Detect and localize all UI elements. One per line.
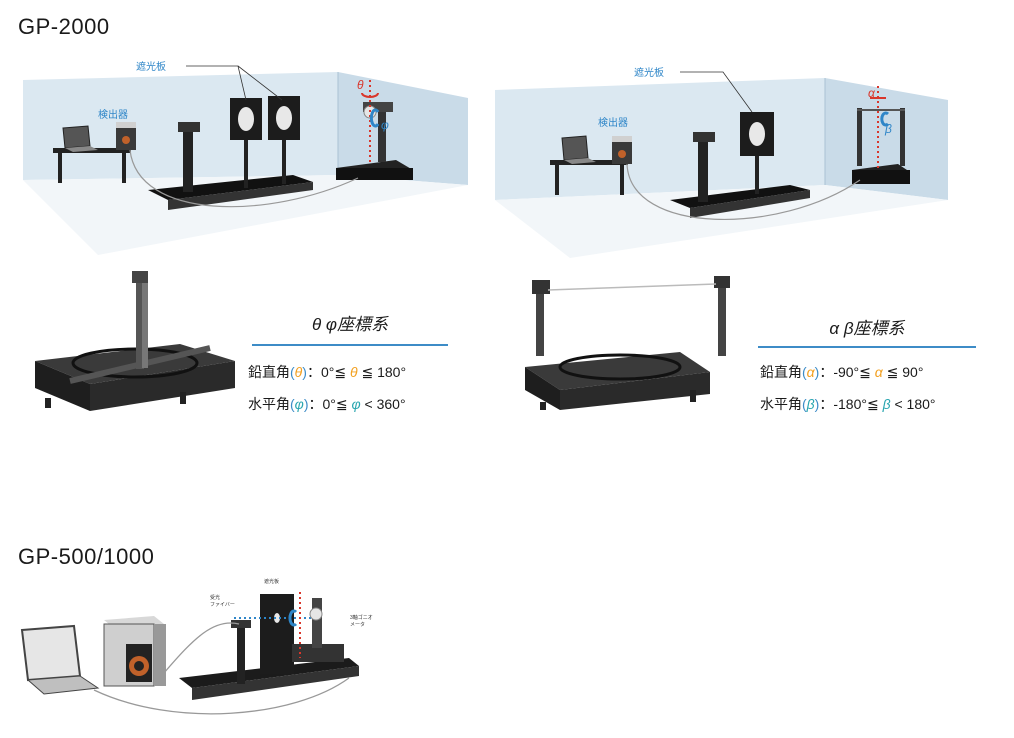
arm-right	[718, 278, 726, 356]
rotation-icon	[288, 609, 298, 627]
vertical-symbol: θ	[294, 364, 303, 380]
horizontal-range-end: < 180°	[890, 396, 936, 412]
gp2000-theta-phi-room-diagram	[23, 65, 468, 255]
theta-rotation-icon	[361, 92, 379, 98]
vertical-column	[136, 274, 144, 369]
laptop-icon	[20, 624, 82, 682]
arm-left	[536, 284, 544, 356]
beta-symbol: β	[885, 122, 892, 136]
horizontal-symbol: β	[806, 396, 815, 412]
vertical-range-symbol: θ	[349, 364, 358, 380]
horizontal-symbol: φ	[294, 396, 304, 412]
vertical-label: 鉛直角	[248, 364, 290, 380]
gp500-fiber-callout: 受光 ファイバー	[210, 595, 235, 608]
alpha-beta-rule	[758, 346, 976, 348]
desk	[53, 148, 131, 153]
goniometer-arm	[312, 598, 322, 648]
phi-symbol: φ	[381, 118, 389, 132]
horizontal-range-start: ：-180°≦	[819, 396, 883, 412]
receiver-post	[237, 626, 245, 684]
detector-callout: 検出器	[598, 118, 628, 129]
theta-symbol: θ	[357, 78, 364, 92]
laptop-icon	[561, 135, 589, 161]
vertical-range-symbol: α	[874, 364, 883, 380]
crossbar	[547, 283, 717, 291]
rotation-ring	[71, 347, 199, 379]
theta-phi-goniometer-illustration	[35, 271, 235, 411]
shade-plate	[260, 594, 294, 674]
horizontal-label: 水平角	[248, 396, 290, 412]
vertical-label: 鉛直角	[760, 364, 802, 380]
room-back-wall	[495, 78, 825, 200]
alpha-beta-goniometer-illustration	[525, 276, 730, 410]
theta-phi-horizontal-range: 水平角(φ)：0°≦ φ < 360°	[248, 396, 406, 412]
detector-callout: 検出器	[98, 110, 128, 121]
alpha-beta-vertical-range: 鉛直角(α)：-90°≦ α ≦ 90°	[760, 364, 924, 380]
theta-phi-rule	[252, 344, 448, 346]
shade-plate-callout: 遮光板	[634, 68, 664, 79]
horizontal-range-symbol: φ	[351, 396, 361, 412]
goniometer-base	[292, 644, 344, 662]
alpha-beta-horizontal-range: 水平角(β)：-180°≦ β < 180°	[760, 396, 936, 412]
goniometer-arm-right	[900, 108, 905, 166]
horizontal-range-symbol: β	[882, 396, 891, 412]
optical-bench	[670, 185, 810, 208]
phi-rotation-icon	[369, 108, 380, 128]
receiver-post	[698, 140, 708, 202]
beta-rotation-icon	[880, 111, 890, 127]
goniometer-arm	[378, 102, 386, 162]
horizontal-label: 水平角	[760, 396, 802, 412]
vertical-range-end: ≦ 180°	[357, 364, 407, 380]
goniometer-arm-left	[857, 108, 862, 166]
rotation-ring	[558, 353, 682, 381]
vertical-range-start: ：-90°≦	[819, 364, 875, 380]
theta-phi-vertical-range: 鉛直角(θ)：0°≦ θ ≦ 180°	[248, 364, 407, 380]
gp500-setup-diagram	[20, 592, 359, 715]
gp2000-alpha-beta-room-diagram	[495, 71, 948, 258]
optical-bench	[148, 175, 313, 200]
shade-plate-callout: 遮光板	[136, 62, 166, 73]
receiver-post	[183, 130, 193, 192]
goniometer-top	[525, 352, 710, 390]
vertical-symbol: α	[806, 364, 815, 380]
gp500-heading: GP-500/1000	[18, 544, 155, 569]
gp500-goniometer-callout: 3軸ゴニオ メータ	[350, 615, 373, 628]
theta-phi-title: θ φ座標系	[311, 315, 389, 334]
alpha-symbol: α	[868, 86, 875, 100]
room-floor	[23, 175, 468, 255]
vertical-range-start: ：0°≦	[306, 364, 350, 380]
gp500-shade-callout: 遮光板	[264, 579, 280, 585]
alpha-beta-title: α β座標系	[829, 319, 905, 338]
horizontal-range-start: ：0°≦	[308, 396, 352, 412]
gp2000-heading: GP-2000	[18, 14, 110, 39]
horizontal-range-end: < 360°	[360, 396, 406, 412]
laptop-icon	[62, 125, 91, 149]
room-side-wall	[825, 78, 948, 200]
room-floor	[495, 185, 948, 258]
vertical-range-end: ≦ 90°	[882, 364, 924, 380]
